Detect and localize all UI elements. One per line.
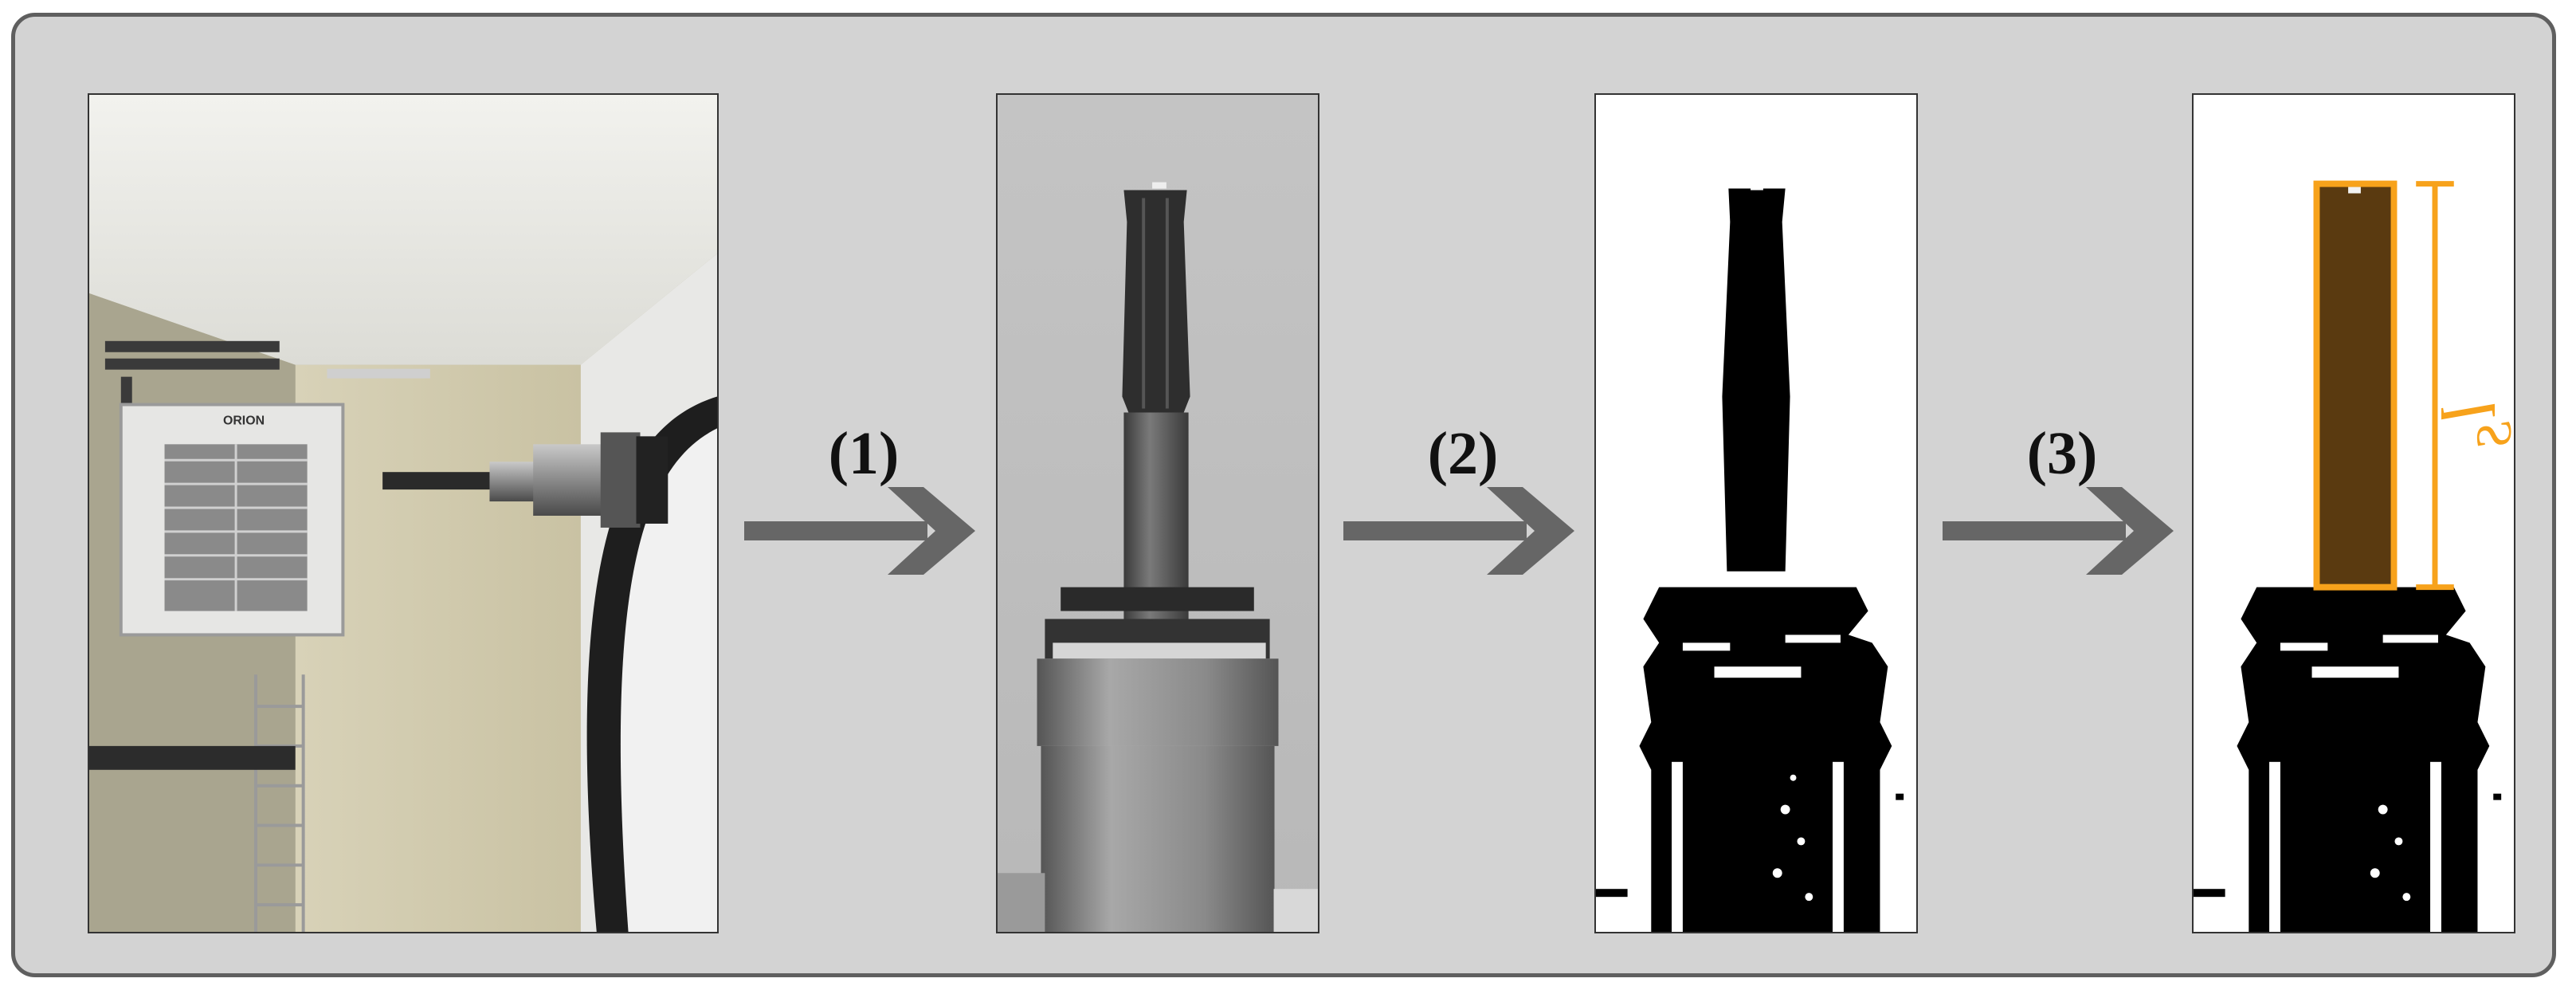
binary-mask-panel <box>1594 93 1918 933</box>
measurement-panel <box>2192 93 2515 933</box>
machine-photo: ORION <box>89 95 717 932</box>
shank-length-symbol: l <box>2426 399 2511 422</box>
shank-length-subscript: S <box>2465 421 2523 447</box>
grayscale-tool-image <box>998 95 1318 932</box>
machine-photo-panel: ORION <box>88 93 719 933</box>
radiator-brand: ORION <box>223 414 265 427</box>
shank-length-dimension <box>2416 181 2454 591</box>
arrow-right-icon <box>1943 487 2174 575</box>
arrow-right-icon <box>744 487 975 575</box>
step-3-label: (3) <box>2026 420 2098 487</box>
pipeline-frame: ORION (1) <box>11 13 2556 977</box>
step-3: (3) <box>1943 423 2182 583</box>
step-1-label: (1) <box>828 420 900 487</box>
arrow-right-icon <box>1343 487 1574 575</box>
step-1: (1) <box>744 423 983 583</box>
step-2-label: (2) <box>1427 420 1499 487</box>
measured-tool-image <box>2194 95 2514 932</box>
step-2: (2) <box>1343 423 1582 583</box>
shank-bounding-box <box>2313 180 2398 591</box>
binary-tool-image <box>1596 95 1916 932</box>
grayscale-crop-panel <box>996 93 1319 933</box>
shank-length-label: lS <box>2413 375 2525 471</box>
